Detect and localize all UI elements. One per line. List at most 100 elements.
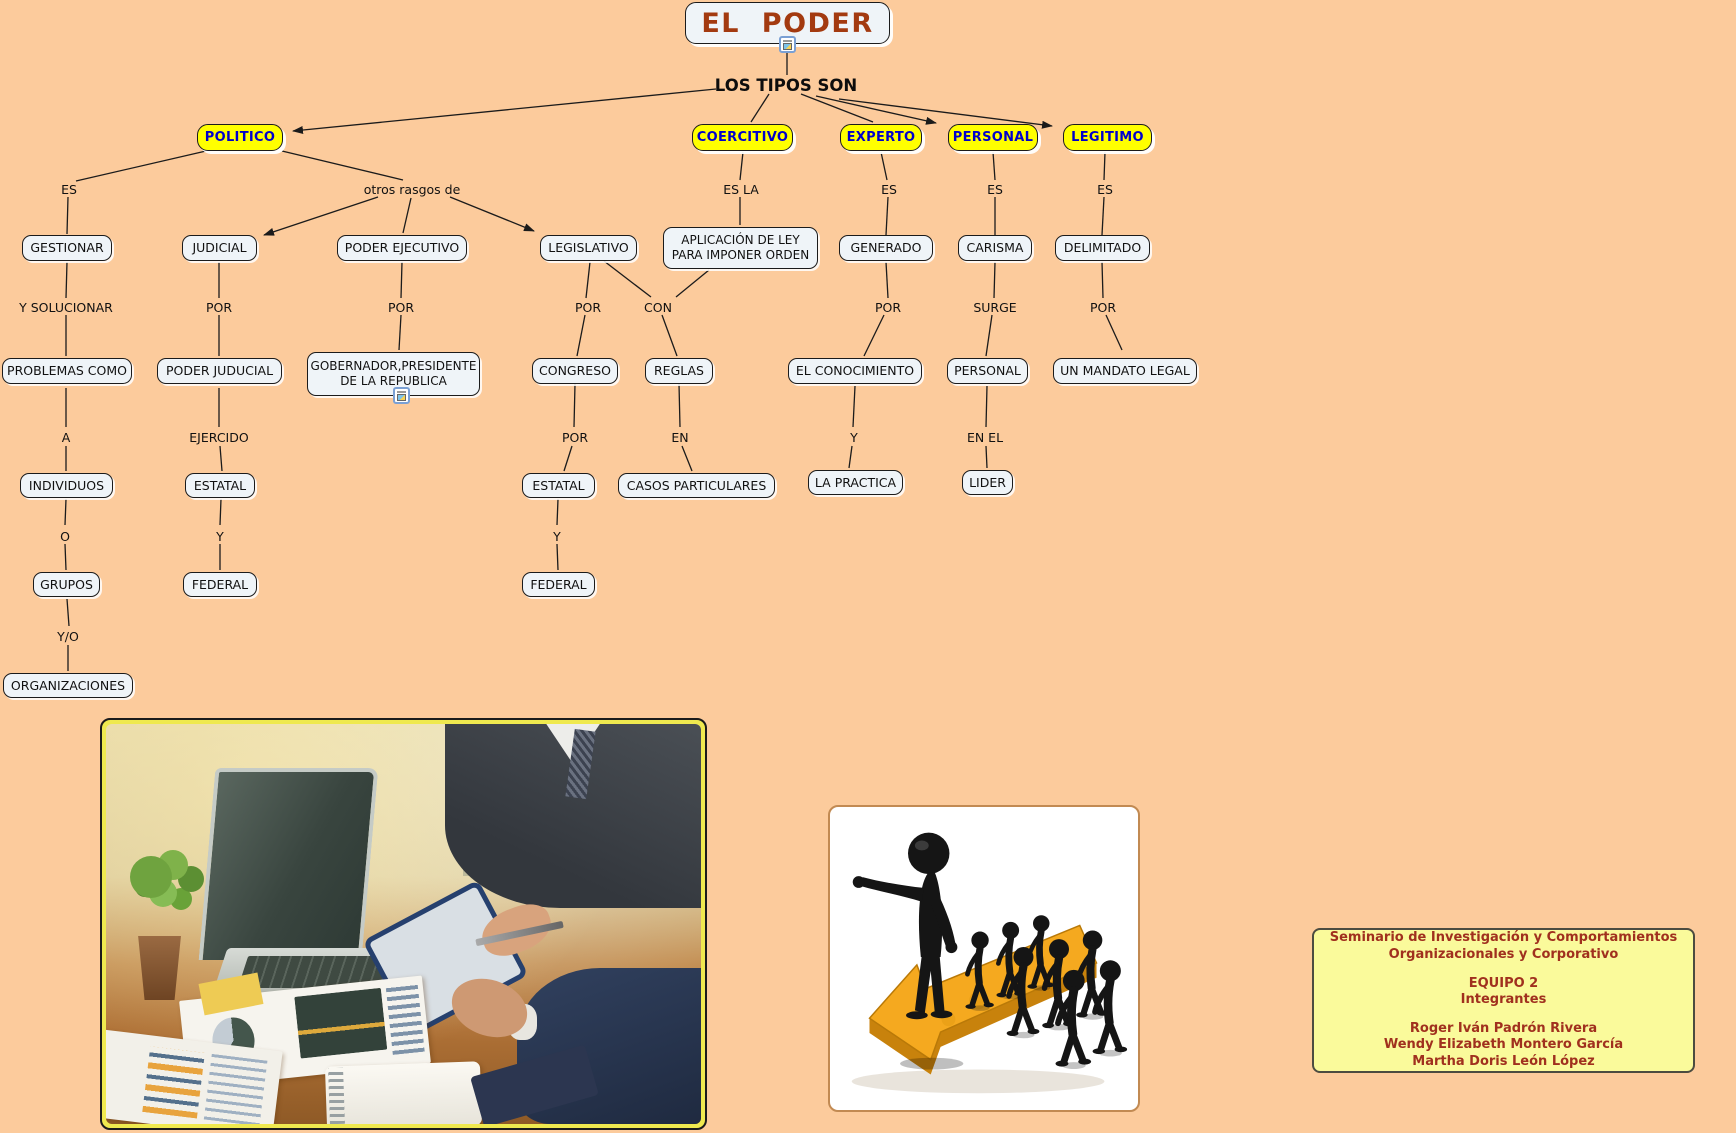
link-a: A xyxy=(61,430,71,445)
link-es-personal: ES xyxy=(987,182,1003,197)
type-personal[interactable]: PERSONAL xyxy=(948,124,1038,151)
edge-18 xyxy=(66,598,70,627)
resource-icon-el-poder[interactable] xyxy=(779,36,796,53)
link-en: EN xyxy=(671,430,689,445)
link-y-conocimiento: Y xyxy=(850,430,858,445)
edge-12 xyxy=(65,261,68,299)
edge-6 xyxy=(75,150,207,182)
edge-50 xyxy=(985,314,993,357)
node-poder-ejecutivo[interactable]: PODER EJECUTIVO xyxy=(337,235,467,261)
credits-line: Wendy Elizabeth Montero García xyxy=(1383,1037,1624,1053)
edge-36 xyxy=(556,543,559,571)
credits-line: Roger Iván Padrón Rivera xyxy=(1409,1020,1598,1036)
link-es-experto: ES xyxy=(881,182,897,197)
edge-52 xyxy=(985,445,988,469)
edge-35 xyxy=(556,498,559,526)
node-carisma[interactable]: CARISMA xyxy=(958,235,1032,261)
node-lider[interactable]: LIDER xyxy=(962,470,1013,495)
edge-8 xyxy=(281,150,404,181)
link-en-el: EN EL xyxy=(966,430,1004,445)
edge-55 xyxy=(1101,261,1104,299)
node-aplicacion-de-ley[interactable]: APLICACIÓN DE LEY PARA IMPONER ORDEN xyxy=(663,227,818,269)
edge-4 xyxy=(815,95,937,125)
edge-49 xyxy=(993,261,996,299)
node-estatal-judicial[interactable]: ESTATAL xyxy=(185,473,255,498)
edge-46 xyxy=(848,445,853,469)
edge-54 xyxy=(1101,196,1105,236)
node-casos-particulares[interactable]: CASOS PARTICULARES xyxy=(618,473,775,498)
link-o: O xyxy=(60,529,70,544)
node-personal[interactable]: PERSONAL xyxy=(947,358,1028,384)
link-es-legitimo: ES xyxy=(1097,182,1113,197)
edge-39 xyxy=(739,151,744,181)
edge-28 xyxy=(585,261,591,299)
node-grupos[interactable]: GRUPOS xyxy=(33,572,100,597)
edge-7 xyxy=(66,196,69,235)
leader-graphic-svg xyxy=(851,832,1138,1094)
link-es-politico: ES xyxy=(61,182,77,197)
business-meeting-photo-content xyxy=(106,724,701,1124)
photo-chart-lines xyxy=(204,1053,268,1124)
link-y-estatal-judicial: Y xyxy=(216,529,224,544)
node-la-practica[interactable]: LA PRACTICA xyxy=(808,470,903,495)
credits-line: Seminario de Investigación y Comportamie… xyxy=(1329,930,1678,946)
edge-2 xyxy=(750,93,770,123)
link-los-tipos-son: LOS TIPOS SON xyxy=(714,76,858,95)
link-por-experto: POR xyxy=(874,300,902,315)
node-organizaciones[interactable]: ORGANIZACIONES xyxy=(3,673,133,698)
node-legislativo[interactable]: LEGISLATIVO xyxy=(540,235,637,261)
business-meeting-photo xyxy=(100,718,707,1130)
link-por-legislativo: POR xyxy=(574,300,602,315)
photo-spiral-notebook xyxy=(325,1061,482,1124)
type-coercitivo[interactable]: COERCITIVO xyxy=(692,124,793,151)
node-el-conocimiento[interactable]: EL CONOCIMIENTO xyxy=(788,358,922,384)
photo-plant xyxy=(129,856,172,898)
edge-29 xyxy=(576,314,586,357)
type-politico[interactable]: POLITICO xyxy=(197,124,283,151)
type-experto[interactable]: EXPERTO xyxy=(840,124,922,151)
photo-notebook-spiral xyxy=(328,1067,346,1124)
edge-16 xyxy=(64,498,67,526)
link-y-estatal-congreso: Y xyxy=(553,529,561,544)
node-judicial[interactable]: JUDICIAL xyxy=(182,235,257,261)
resource-icon-gobernador[interactable] xyxy=(393,387,410,404)
edge-27 xyxy=(398,314,402,351)
edge-47 xyxy=(992,151,996,181)
edge-33 xyxy=(573,383,576,428)
node-federal-judicial[interactable]: FEDERAL xyxy=(183,572,257,597)
type-legitimo[interactable]: LEGITIMO xyxy=(1063,124,1152,151)
node-federal-congreso[interactable]: FEDERAL xyxy=(522,572,595,597)
photo-plant-pot xyxy=(138,936,181,1000)
link-surge: SURGE xyxy=(973,300,1017,315)
node-individuos[interactable]: INDIVIDUOS xyxy=(20,473,113,498)
edge-11 xyxy=(449,196,535,232)
link-es-la: ES LA xyxy=(723,182,759,197)
node-reglas[interactable]: REGLAS xyxy=(645,358,713,384)
edge-17 xyxy=(64,543,67,571)
node-problemas-como[interactable]: PROBLEMAS COMO xyxy=(2,358,132,384)
node-congreso[interactable]: CONGRESO xyxy=(532,358,618,384)
credits-line: EQUIPO 2 xyxy=(1468,975,1539,991)
edge-34 xyxy=(563,445,573,472)
node-delimitado[interactable]: DELIMITADO xyxy=(1055,235,1150,261)
link-otros-rasgos-de: otros rasgos de xyxy=(363,182,461,197)
link-y-o: Y/O xyxy=(57,629,79,644)
node-un-mandato-legal[interactable]: UN MANDATO LEGAL xyxy=(1053,358,1197,384)
photo-line-chart xyxy=(294,987,389,1059)
node-estatal-congreso[interactable]: ESTATAL xyxy=(522,473,595,498)
edge-30 xyxy=(603,260,652,298)
edge-5 xyxy=(838,98,1053,129)
node-generado[interactable]: GENERADO xyxy=(839,235,933,261)
link-por-judicial: POR xyxy=(205,300,233,315)
link-ejercido: EJERCIDO xyxy=(189,430,249,445)
leader-figures-on-arrow-graphic xyxy=(828,805,1140,1112)
node-poder-juducial[interactable]: PODER JUDUCIAL xyxy=(157,358,282,384)
edge-3 xyxy=(800,93,874,123)
edge-41 xyxy=(880,151,888,181)
edge-53 xyxy=(1103,151,1106,181)
edge-44 xyxy=(863,314,885,357)
link-con: CON xyxy=(644,300,672,315)
leader-figure xyxy=(852,832,964,1070)
node-gestionar[interactable]: GESTIONAR xyxy=(22,235,112,261)
